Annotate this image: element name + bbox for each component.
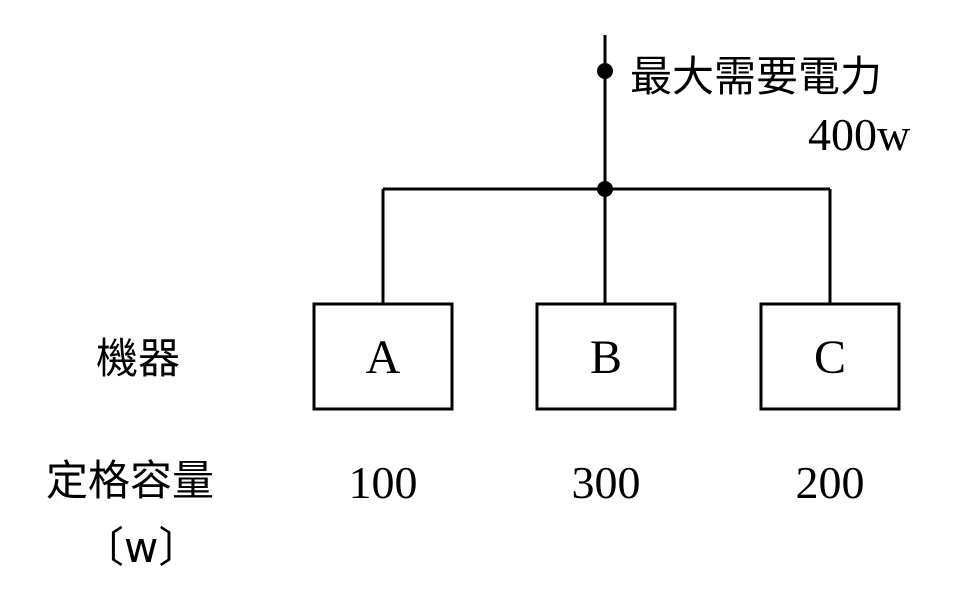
rated-capacity-row-label: 定格容量 bbox=[46, 456, 215, 505]
max-demand-label: 最大需要電力 bbox=[630, 52, 883, 101]
device-box-b bbox=[535, 302, 677, 411]
device-box-c bbox=[759, 302, 901, 411]
device-label-a: A bbox=[365, 331, 401, 384]
device-capacity-c: 200 bbox=[795, 457, 865, 508]
device-capacity-b: 300 bbox=[571, 457, 641, 508]
capacity-unit-label: 〔w〕 bbox=[82, 523, 201, 572]
device-box-a bbox=[312, 302, 454, 411]
device-row-label: 機器 bbox=[96, 334, 181, 383]
max-demand-value: 400w bbox=[808, 109, 911, 160]
junction-node bbox=[597, 181, 613, 197]
device-label-b: B bbox=[589, 331, 623, 384]
device-label-c: C bbox=[813, 331, 847, 384]
measurement-point-node bbox=[597, 63, 613, 79]
device-capacity-a: 100 bbox=[348, 457, 418, 508]
